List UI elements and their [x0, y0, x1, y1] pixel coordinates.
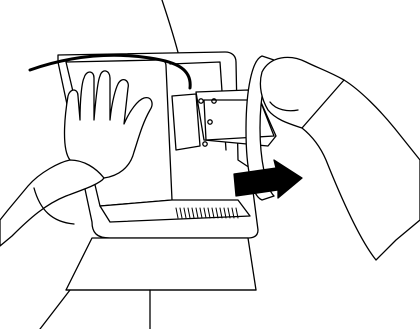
stand-bracket-face — [204, 100, 274, 140]
right-arm — [302, 80, 420, 260]
left-arm-lower — [40, 290, 70, 329]
stand-hinge — [172, 94, 200, 150]
desk-surface — [66, 238, 256, 290]
cable-top — [162, 0, 180, 60]
